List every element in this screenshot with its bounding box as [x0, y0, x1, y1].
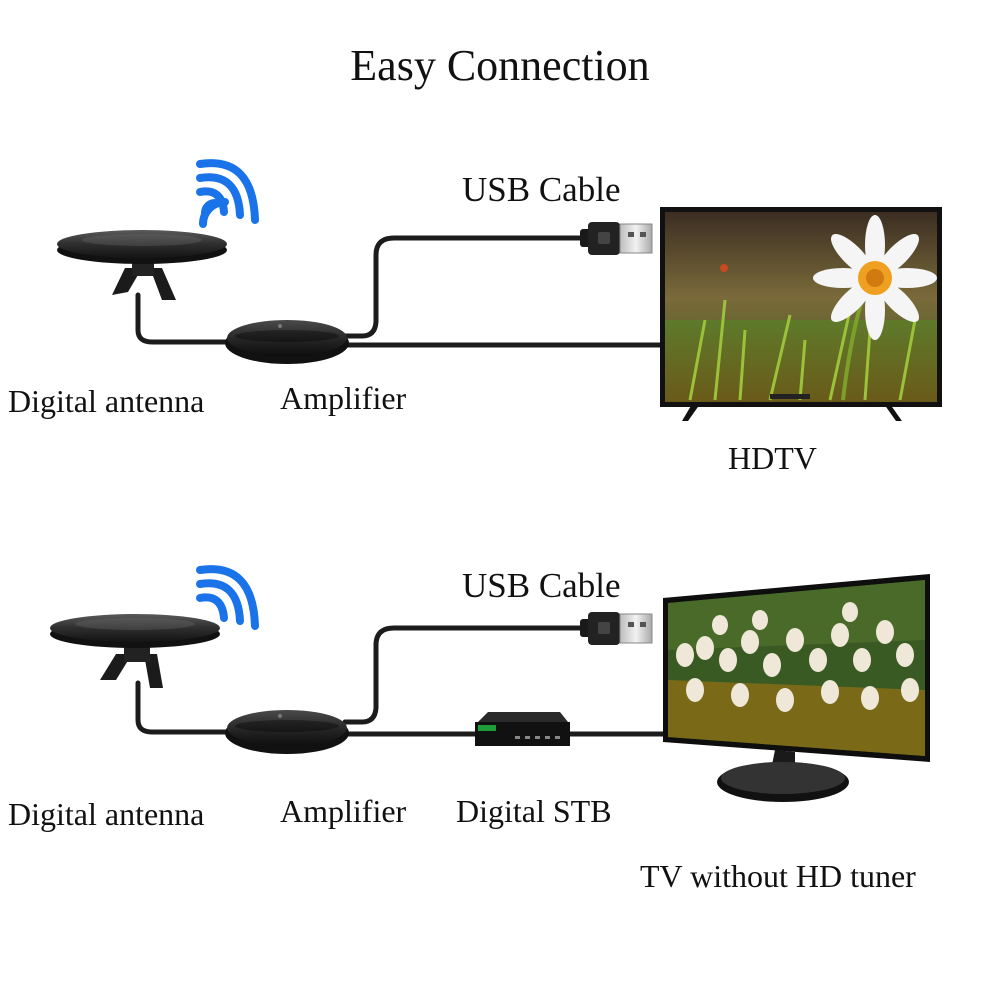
usb-cable-label: USB Cable — [462, 566, 621, 605]
signal-waves-icon — [196, 159, 259, 228]
antenna-icon — [50, 614, 220, 688]
page-title: Easy Connection — [350, 41, 650, 90]
amplifier-icon — [225, 710, 349, 754]
usb-plug-icon — [580, 612, 653, 645]
usb-plug-icon — [580, 222, 653, 255]
top-cables — [135, 235, 665, 348]
amplifier-icon — [225, 320, 349, 364]
antenna-icon — [57, 230, 227, 300]
usb-cable-label: USB Cable — [462, 170, 621, 209]
stb-label: Digital STB — [456, 793, 612, 829]
hdtv-icon — [660, 207, 942, 421]
usb-cable — [342, 235, 588, 339]
tv-without-hd-tuner-label: TV without HD tuner — [640, 858, 916, 894]
antenna-label: Digital antenna — [8, 796, 205, 832]
set-top-box-icon — [475, 712, 570, 746]
amplifier-label: Amplifier — [280, 380, 407, 416]
hdtv-label: HDTV — [728, 440, 817, 476]
bottom-cables — [135, 625, 675, 737]
amplifier-label: Amplifier — [280, 793, 407, 829]
monitor-icon — [663, 574, 930, 802]
antenna-to-amp-cable — [135, 292, 233, 345]
signal-waves-icon — [196, 565, 259, 630]
antenna-label: Digital antenna — [8, 383, 205, 419]
